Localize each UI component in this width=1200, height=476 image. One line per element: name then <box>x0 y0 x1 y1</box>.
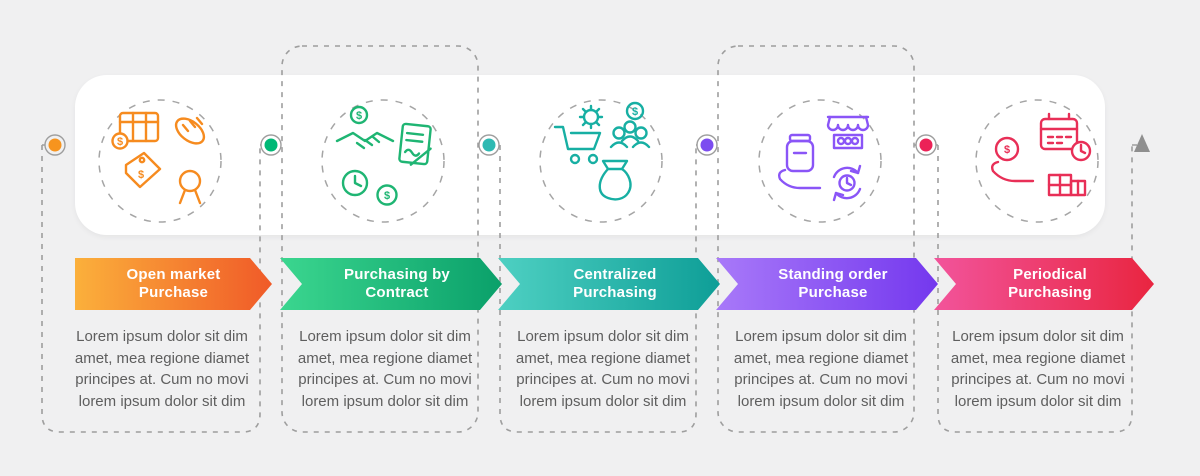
hand-coin-icon: $ <box>990 136 1035 183</box>
market-stall-icon <box>826 115 870 150</box>
svg-text:$: $ <box>384 190 390 202</box>
timeline-dots <box>44 134 937 156</box>
step-banner-periodical-purchasing: Periodical Purchasing <box>934 258 1154 310</box>
loop-around-step-2 <box>281 45 479 433</box>
loop-under-step-1 <box>41 145 261 433</box>
recurring-clock-icon <box>832 164 862 202</box>
medal-icon <box>178 169 202 205</box>
dollar-coin-icon: $ <box>376 184 398 206</box>
step-title-open-market: Open market Purchase <box>126 266 221 301</box>
step-title-centralized-purchasing: Centralized Purchasing <box>573 266 657 301</box>
timeline-dot-4 <box>700 138 714 152</box>
timeline-dot-3 <box>482 138 496 152</box>
step-banner-purchasing-by-contract: Purchasing by Contract <box>280 258 502 310</box>
dollar-badge-icon: $ <box>111 132 129 150</box>
step-banner-centralized-purchasing: Centralized Purchasing <box>498 258 720 310</box>
dashed-ring <box>98 99 222 223</box>
handshake-icon <box>335 131 395 150</box>
svg-text:$: $ <box>632 106 638 118</box>
step-description-open-market: Lorem ipsum dolor sit dim amet, mea regi… <box>74 328 250 410</box>
dollar-circle-icon: $ <box>349 105 369 125</box>
loop-under-step-3 <box>499 145 697 433</box>
step-description-standing-order: Lorem ipsum dolor sit dim amet, mea regi… <box>733 328 909 410</box>
step-banner-standing-order: Standing order Purchase <box>716 258 938 310</box>
step-icons-periodical-purchasing: $ <box>975 99 1099 223</box>
step-icons-centralized-purchasing: $ <box>539 99 663 223</box>
spreadsheet-icon <box>118 111 160 143</box>
clock-icon <box>341 169 369 197</box>
jar-hand-icon <box>777 133 822 190</box>
svg-text:$: $ <box>1004 144 1010 156</box>
packages-icon <box>1047 173 1087 197</box>
step-icons-standing-order <box>758 99 882 223</box>
step-description-centralized-purchasing: Lorem ipsum dolor sit dim amet, mea regi… <box>515 328 691 410</box>
loop-around-step-4 <box>717 45 915 433</box>
price-tag-icon: $ <box>124 151 162 189</box>
step-description-purchasing-by-contract: Lorem ipsum dolor sit dim amet, mea regi… <box>297 328 473 410</box>
step-title-periodical-purchasing: Periodical Purchasing <box>1008 266 1092 301</box>
dashed-ring <box>758 99 882 223</box>
svg-text:$: $ <box>356 110 362 122</box>
svg-text:$: $ <box>138 169 144 181</box>
calendar-icon <box>1039 112 1079 151</box>
timeline-dot-5 <box>919 138 933 152</box>
step-title-purchasing-by-contract: Purchasing by Contract <box>344 266 450 301</box>
buyers-group-icon: $ <box>609 101 651 149</box>
timeline-dot-1 <box>48 138 62 152</box>
timeline-dot-2 <box>264 138 278 152</box>
clock-icon <box>1070 140 1092 162</box>
timeline-end-arrow <box>1134 134 1150 152</box>
bread-icon <box>174 116 206 145</box>
dashed-ring <box>321 99 445 223</box>
cart-gear-icon <box>553 104 604 165</box>
contract-document-icon <box>398 122 432 166</box>
loop-under-step-5 <box>937 145 1133 433</box>
step-icons-open-market: $ $ <box>98 99 222 223</box>
dashed-ring <box>975 99 1099 223</box>
step-title-standing-order: Standing order Purchase <box>778 266 888 301</box>
step-description-periodical-purchasing: Lorem ipsum dolor sit dim amet, mea regi… <box>950 328 1126 410</box>
money-bag-icon <box>598 159 632 201</box>
dashed-ring <box>539 99 663 223</box>
step-banner-open-market: Open market Purchase <box>75 258 272 310</box>
step-icons-purchasing-by-contract: $ $ <box>321 99 445 223</box>
svg-text:$: $ <box>117 136 123 148</box>
